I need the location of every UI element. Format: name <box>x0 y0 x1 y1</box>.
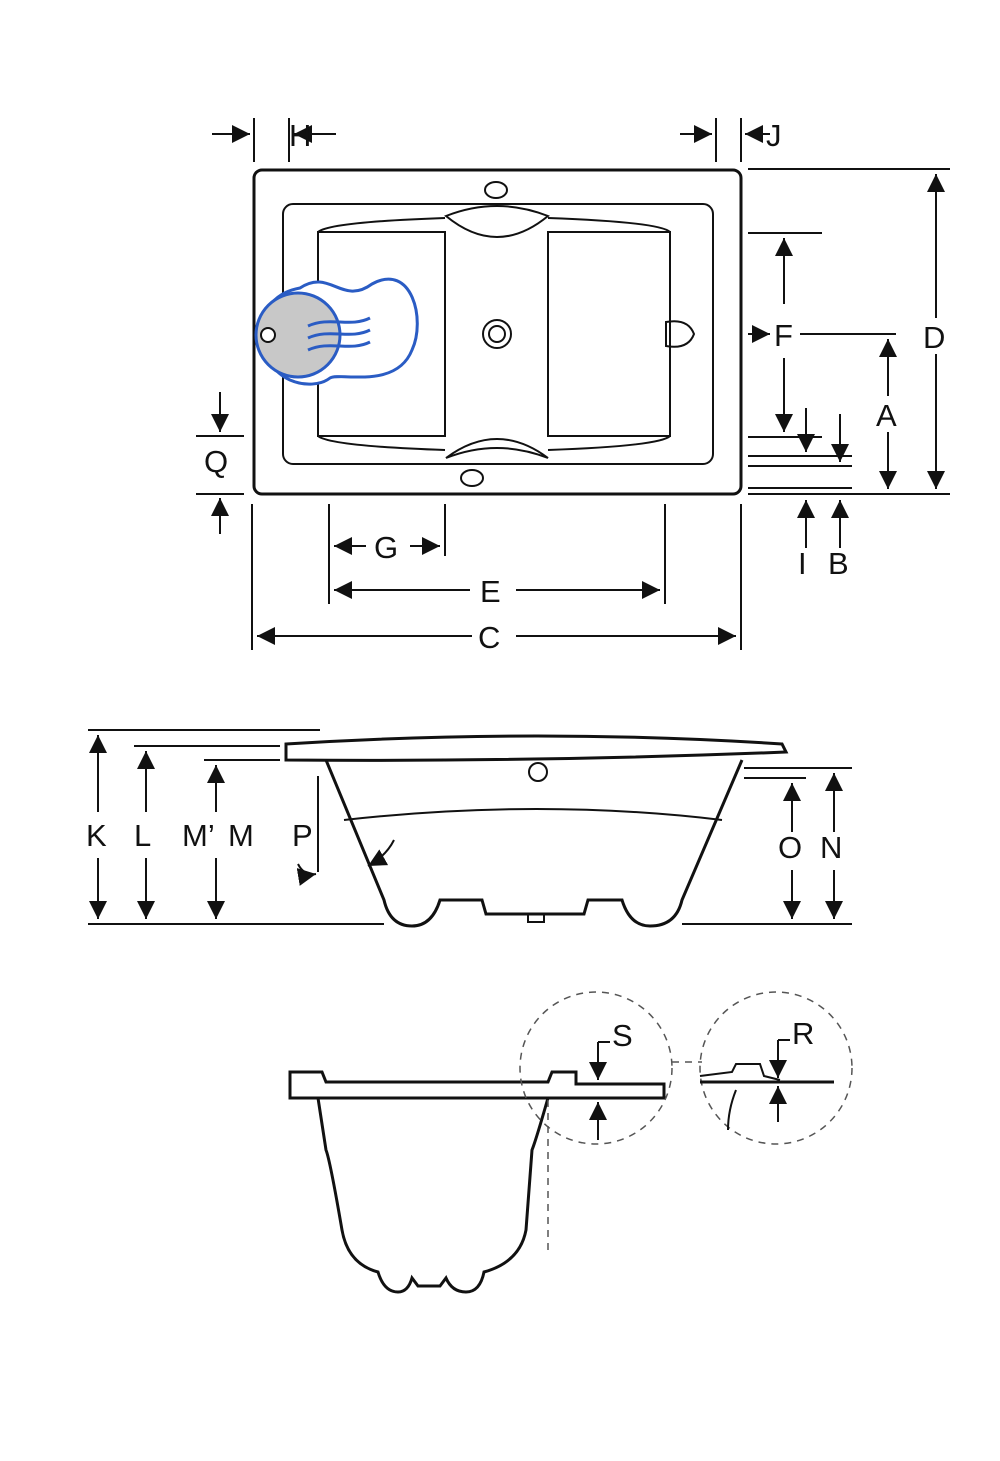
label-i: I <box>798 546 807 581</box>
label-o: O <box>778 830 802 865</box>
label-a: A <box>876 398 897 433</box>
label-d: D <box>923 320 945 355</box>
label-l: L <box>134 818 151 853</box>
label-h: H <box>289 118 311 153</box>
label-s: S <box>612 1018 633 1053</box>
label-c: C <box>478 620 500 655</box>
end-view: S R <box>288 991 853 1294</box>
bath-overflow-highlight-icon <box>254 277 419 386</box>
label-q: Q <box>204 444 228 479</box>
label-n: N <box>820 830 842 865</box>
side-view: K L M’ M P O N <box>86 729 852 928</box>
label-m: M <box>228 818 254 853</box>
label-r: R <box>792 1016 814 1051</box>
label-m-prime: M’ <box>182 818 215 853</box>
label-j: J <box>766 118 782 153</box>
label-e: E <box>480 574 501 609</box>
label-p: P <box>292 818 313 853</box>
label-f: F <box>774 318 793 353</box>
label-b: B <box>828 546 849 581</box>
label-k: K <box>86 818 107 853</box>
top-view: H J D F A I B <box>196 118 950 655</box>
label-g: G <box>374 530 398 565</box>
